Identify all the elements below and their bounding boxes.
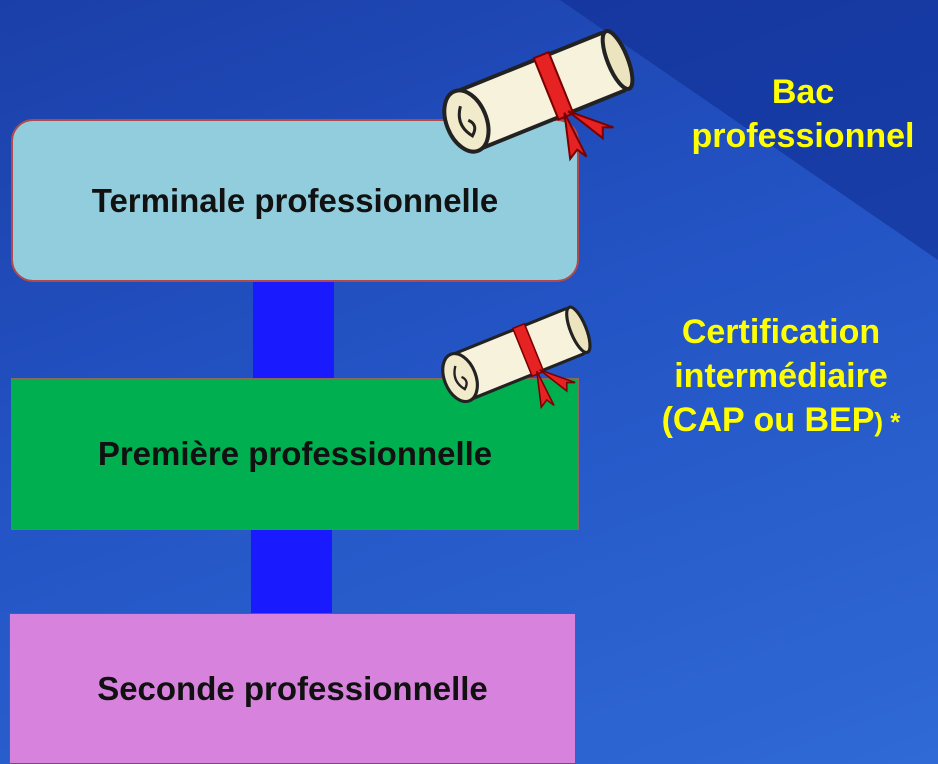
cert-label-line1: Certification — [681, 313, 881, 351]
certification-intermediaire-label: Certification intermédiaire (CAP ou BEP)… — [624, 310, 938, 444]
bac-label-line1: Bac — [771, 73, 835, 111]
cert-label-line3-suffix: ) * — [874, 407, 901, 437]
level-label-premiere: Première professionnelle — [97, 435, 493, 472]
level-box-premiere: Première professionnelle — [11, 378, 579, 530]
diploma-scroll-icon — [442, 28, 635, 162]
diploma-scroll-icon — [441, 305, 592, 410]
bac-professionnel-label: Bac professionnel — [668, 70, 938, 158]
cert-label-line3-main: (CAP ou BEP — [661, 401, 875, 439]
level-label-seconde: Seconde professionnelle — [97, 669, 488, 707]
connector-premiere-seconde — [251, 528, 332, 616]
level-box-seconde: Seconde professionnelle — [9, 613, 576, 764]
level-label-terminale: Terminale professionnelle — [91, 181, 499, 219]
cert-label-line3: (CAP ou BEP) * — [624, 398, 938, 444]
bac-label-line2: professionnel — [691, 117, 915, 155]
cert-label-line2: intermédiaire — [674, 357, 888, 395]
connector-terminale-premiere — [253, 280, 334, 380]
